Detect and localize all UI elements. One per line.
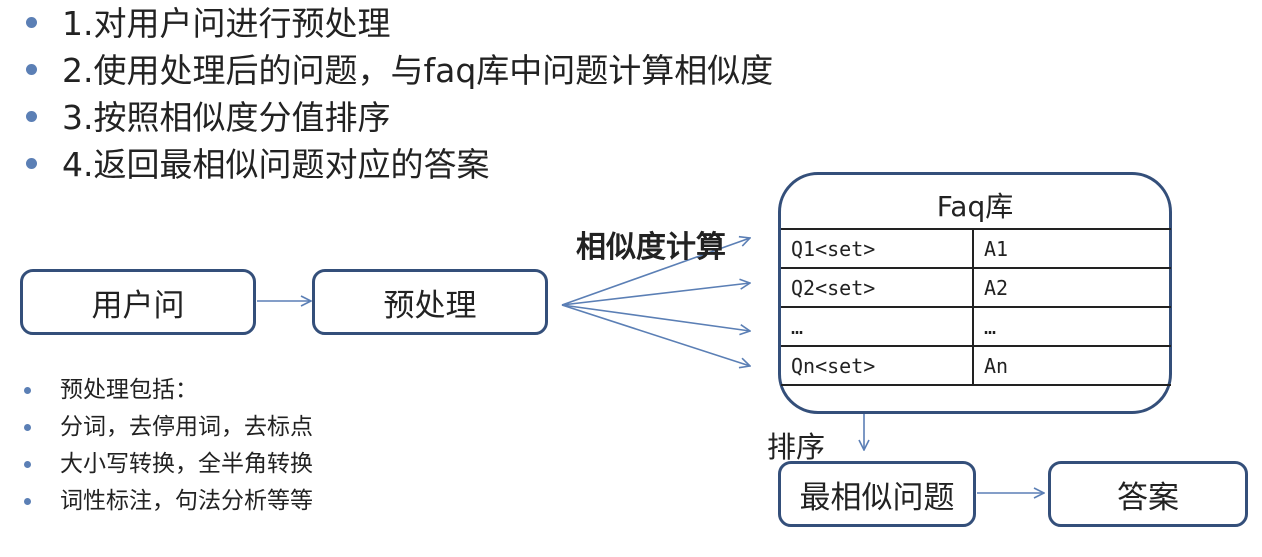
answer-label: 答案 xyxy=(1117,479,1179,516)
faq-database: Faq库 Q1<set>A1 Q2<set>A2 …… Qn<set>An xyxy=(778,172,1172,414)
note-item: 词性标注，句法分析等等 xyxy=(22,483,313,520)
step-text: 3.按照相似度分值排序 xyxy=(62,98,391,137)
bullet-icon xyxy=(24,424,31,431)
table-row: …… xyxy=(781,306,1171,347)
step-text: 2.使用处理后的问题，与faq库中问题计算相似度 xyxy=(62,51,774,90)
bullet-icon xyxy=(26,158,37,169)
bullet-icon xyxy=(26,64,37,75)
bullet-icon xyxy=(26,111,37,122)
bullet-icon xyxy=(26,17,37,28)
preprocess-node: 预处理 xyxy=(312,269,548,335)
faq-title: Faq库 xyxy=(936,190,1014,223)
answer-cell: A2 xyxy=(972,267,1171,308)
preprocess-label: 预处理 xyxy=(383,287,477,324)
note-text: 分词，去停用词，去标点 xyxy=(60,414,313,440)
most-similar-label: 最相似问题 xyxy=(799,479,955,516)
note-text: 词性标注，句法分析等等 xyxy=(60,488,313,514)
similarity-label: 相似度计算 xyxy=(576,230,726,265)
answer-cell: A1 xyxy=(972,228,1171,269)
answer-cell: … xyxy=(972,306,1171,347)
step-item: 3.按照相似度分值排序 xyxy=(22,94,773,141)
step-item: 1.对用户问进行预处理 xyxy=(22,0,773,47)
arrow-sim-q1 xyxy=(561,238,750,306)
faq-table: Q1<set>A1 Q2<set>A2 …… Qn<set>An xyxy=(781,228,1171,386)
bullet-icon xyxy=(24,461,31,468)
table-row: Q1<set>A1 xyxy=(781,228,1171,269)
note-item: 大小写转换，全半角转换 xyxy=(22,446,313,483)
note-text: 预处理包括： xyxy=(60,377,198,403)
table-row: Q2<set>A2 xyxy=(781,267,1171,308)
step-text: 4.返回最相似问题对应的答案 xyxy=(62,145,490,184)
preprocess-notes: 预处理包括： 分词，去停用词，去标点 大小写转换，全半角转换 词性标注，句法分析… xyxy=(22,372,313,520)
note-item: 分词，去停用词，去标点 xyxy=(22,409,313,446)
bullet-icon xyxy=(24,387,31,394)
arrow-sim-q2 xyxy=(561,283,750,306)
bullet-icon xyxy=(24,498,31,505)
sort-label: 排序 xyxy=(767,430,826,464)
question-cell: … xyxy=(781,306,974,347)
question-cell: Q1<set> xyxy=(781,228,974,269)
note-text: 大小写转换，全半角转换 xyxy=(60,451,313,477)
step-item: 2.使用处理后的问题，与faq库中问题计算相似度 xyxy=(22,47,773,94)
question-cell: Qn<set> xyxy=(781,345,974,386)
answer-node: 答案 xyxy=(1048,461,1248,527)
step-item: 4.返回最相似问题对应的答案 xyxy=(22,141,773,188)
question-cell: Q2<set> xyxy=(781,267,974,308)
answer-cell: An xyxy=(972,345,1171,386)
most-similar-node: 最相似问题 xyxy=(778,461,976,527)
user-question-node: 用户问 xyxy=(20,269,256,335)
arrow-sim-qn xyxy=(561,304,750,366)
user-question-label: 用户问 xyxy=(91,287,185,324)
arrow-sim-qdots xyxy=(561,304,750,331)
note-item: 预处理包括： xyxy=(22,372,313,409)
step-list: 1.对用户问进行预处理 2.使用处理后的问题，与faq库中问题计算相似度 3.按… xyxy=(22,0,773,188)
step-text: 1.对用户问进行预处理 xyxy=(62,4,391,43)
table-row: Qn<set>An xyxy=(781,345,1171,386)
